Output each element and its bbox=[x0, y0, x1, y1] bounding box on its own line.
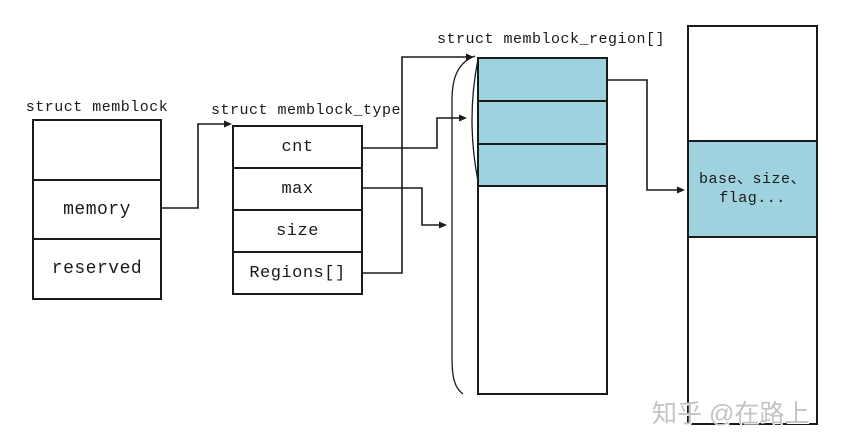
region-fields-line2: flag... bbox=[719, 190, 786, 207]
region-detail-top-cell bbox=[689, 27, 816, 140]
arrow-regions-to-array-start bbox=[363, 53, 474, 274]
region-array-used-cell-1 bbox=[479, 59, 606, 100]
memblock-type-cell-size: size bbox=[234, 209, 361, 251]
memblock-type-box: cnt max size Regions[] bbox=[232, 125, 363, 295]
curve-array-full-extent bbox=[451, 55, 476, 395]
memblock-type-cell-regions: Regions[] bbox=[234, 251, 361, 293]
memblock-cell-reserved: reserved bbox=[34, 238, 160, 298]
arrow-region-entry-to-detail bbox=[608, 79, 685, 194]
memblock-region-array-box bbox=[477, 57, 608, 395]
memblock-type-cell-max: max bbox=[234, 167, 361, 209]
zhihu-watermark: 知乎 @在路上 bbox=[652, 400, 810, 428]
region-array-free-area bbox=[479, 185, 606, 393]
memblock-title: struct memblock bbox=[25, 99, 169, 116]
memblock-type-cell-cnt: cnt bbox=[281, 137, 314, 157]
arrow-max-to-array-extent bbox=[363, 187, 447, 229]
region-array-used-cell-3 bbox=[479, 143, 606, 185]
memblock-region-title: struct memblock_region[] bbox=[436, 31, 666, 48]
region-fields-line1: base、size、 bbox=[698, 171, 806, 188]
memblock-cell-memory: memory bbox=[34, 178, 160, 239]
region-detail-bottom-cell bbox=[689, 236, 816, 423]
region-detail-box: base、size、 flag... bbox=[687, 25, 818, 425]
memblock-type-title: struct memblock_type bbox=[211, 102, 402, 119]
region-array-used-cell-2 bbox=[479, 100, 606, 143]
arrow-cnt-to-used-regions bbox=[363, 114, 467, 149]
memblock-box: memory reserved bbox=[32, 119, 162, 300]
arrow-memory-to-memblock-type bbox=[162, 120, 232, 209]
region-detail-fields-cell: base、size、 flag... bbox=[689, 140, 816, 236]
region-fields-label: base、size、 flag... bbox=[699, 170, 806, 208]
memblock-cell-empty bbox=[34, 121, 160, 179]
